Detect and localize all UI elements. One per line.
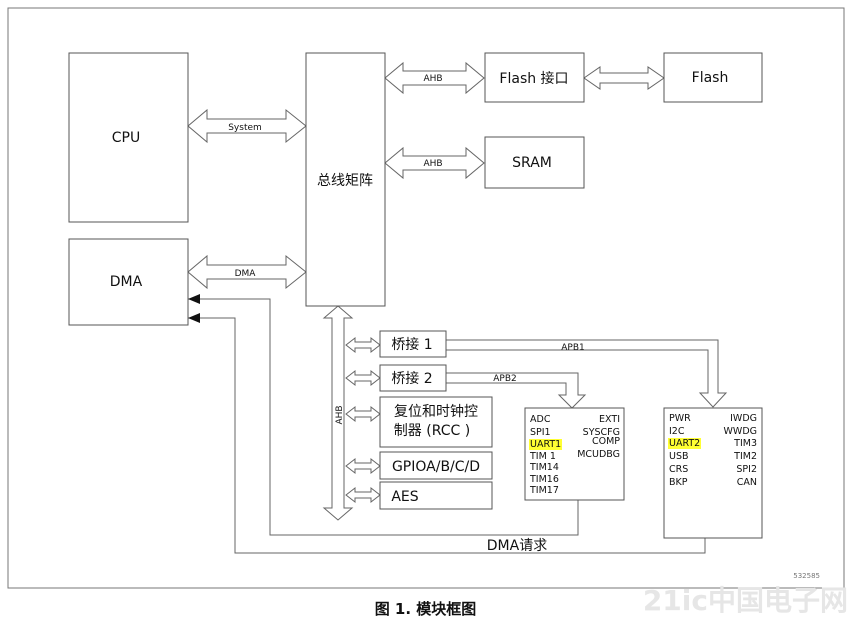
apb2-item: SPI1 bbox=[530, 427, 551, 438]
flash-block bbox=[663, 52, 763, 103]
flash-interface-label: Flash 接口 bbox=[499, 70, 568, 87]
apb1-item-uart2: UART2 bbox=[669, 438, 700, 449]
uart2-highlight bbox=[668, 438, 701, 449]
ahb-gpio-arrow bbox=[345, 457, 381, 475]
apb2-item: TIM16 bbox=[529, 474, 559, 485]
cpu-block bbox=[68, 52, 189, 223]
ahb-sram-label: AHB bbox=[423, 159, 442, 169]
flash-label: Flash bbox=[692, 70, 729, 86]
apb1-item: WWDG bbox=[724, 426, 757, 437]
dma-block bbox=[68, 238, 189, 326]
apb2-item: COMP bbox=[592, 436, 620, 447]
bridge1-label: 桥接 1 bbox=[391, 336, 432, 353]
flash-interface-block bbox=[484, 52, 585, 103]
gpio-label: GPIOA/B/C/D bbox=[392, 459, 480, 475]
apb1-item: USB bbox=[669, 451, 689, 462]
gpio-block bbox=[379, 451, 493, 480]
uart1-dma-request-line bbox=[188, 298, 579, 536]
apb1-item: BKP bbox=[669, 477, 688, 488]
ahb-flash-label: AHB bbox=[423, 74, 442, 84]
apb1-item: CRS bbox=[669, 464, 688, 475]
apb2-item: SYSCFG bbox=[583, 427, 620, 438]
apb2-item: TIM17 bbox=[529, 485, 559, 496]
ahb-rcc-arrow bbox=[345, 405, 381, 423]
apb2-item: TIM14 bbox=[529, 462, 559, 473]
ahb-aes-arrow bbox=[345, 486, 381, 504]
flash-link-arrow bbox=[583, 66, 665, 90]
bridge2-block bbox=[379, 364, 447, 392]
bridge2-label: 桥接 2 bbox=[391, 370, 432, 387]
aes-block bbox=[379, 481, 493, 510]
apb2-item: EXTI bbox=[599, 414, 620, 425]
bridge1-block bbox=[379, 330, 447, 358]
rcc-label-line2: 制器 (RCC ) bbox=[394, 423, 470, 439]
apb1-item: SPI2 bbox=[736, 464, 757, 475]
apb1-item: PWR bbox=[669, 413, 691, 424]
ahb-vertical-bus-arrow bbox=[322, 305, 354, 521]
sram-label: SRAM bbox=[512, 155, 552, 171]
apb2-item: TIM 1 bbox=[529, 451, 556, 462]
ahb-bridge2-arrow bbox=[345, 369, 381, 387]
apb1-item: TIM2 bbox=[733, 451, 757, 462]
ahb-vertical-label: AHB bbox=[335, 405, 345, 424]
bus-matrix-block bbox=[305, 52, 386, 307]
ahb-flash-bus-arrow bbox=[384, 61, 485, 95]
diagram-frame bbox=[7, 7, 845, 589]
ahb-sram-bus-arrow bbox=[384, 146, 485, 180]
apb2-peripherals-block bbox=[524, 407, 625, 501]
apb2-item: MCUDBG bbox=[577, 449, 620, 460]
watermark-logo: 21ic中国电子网 bbox=[643, 584, 848, 617]
sram-block bbox=[484, 136, 585, 189]
apb1-item: TIM3 bbox=[733, 438, 757, 449]
apb2-label: APB2 bbox=[493, 374, 516, 384]
apb1-label: APB1 bbox=[561, 343, 584, 353]
apb2-item-uart1: UART1 bbox=[530, 439, 561, 450]
document-id: 532585 bbox=[793, 572, 820, 580]
rcc-label-line1: 复位和时钟控 bbox=[394, 403, 478, 420]
system-bus-label: System bbox=[228, 123, 262, 133]
apb2-bus-arrow bbox=[445, 372, 587, 409]
apb1-item: IWDG bbox=[730, 413, 757, 424]
apb2-item: ADC bbox=[530, 414, 551, 425]
apb1-item: I2C bbox=[669, 426, 685, 437]
dma-label: DMA bbox=[110, 274, 143, 290]
dma-bus-label: DMA bbox=[235, 269, 257, 279]
aes-label: AES bbox=[391, 489, 418, 505]
dma-request-label: DMA请求 bbox=[487, 538, 547, 554]
dma-request-line bbox=[188, 317, 706, 554]
cpu-label: CPU bbox=[112, 130, 140, 146]
uart1-highlight bbox=[529, 439, 562, 450]
dma-request-arrowhead-1 bbox=[188, 313, 200, 323]
ahb-bridge1-arrow bbox=[345, 336, 381, 354]
figure-caption: 图 1. 模块框图 bbox=[374, 600, 477, 618]
bus-matrix-label: 总线矩阵 bbox=[317, 173, 373, 189]
dma-request-arrowhead-2 bbox=[188, 294, 200, 304]
apb1-bus-arrow bbox=[445, 339, 728, 408]
rcc-block bbox=[379, 396, 493, 448]
apb1-item: CAN bbox=[737, 477, 757, 488]
apb1-peripherals-block bbox=[663, 407, 763, 539]
